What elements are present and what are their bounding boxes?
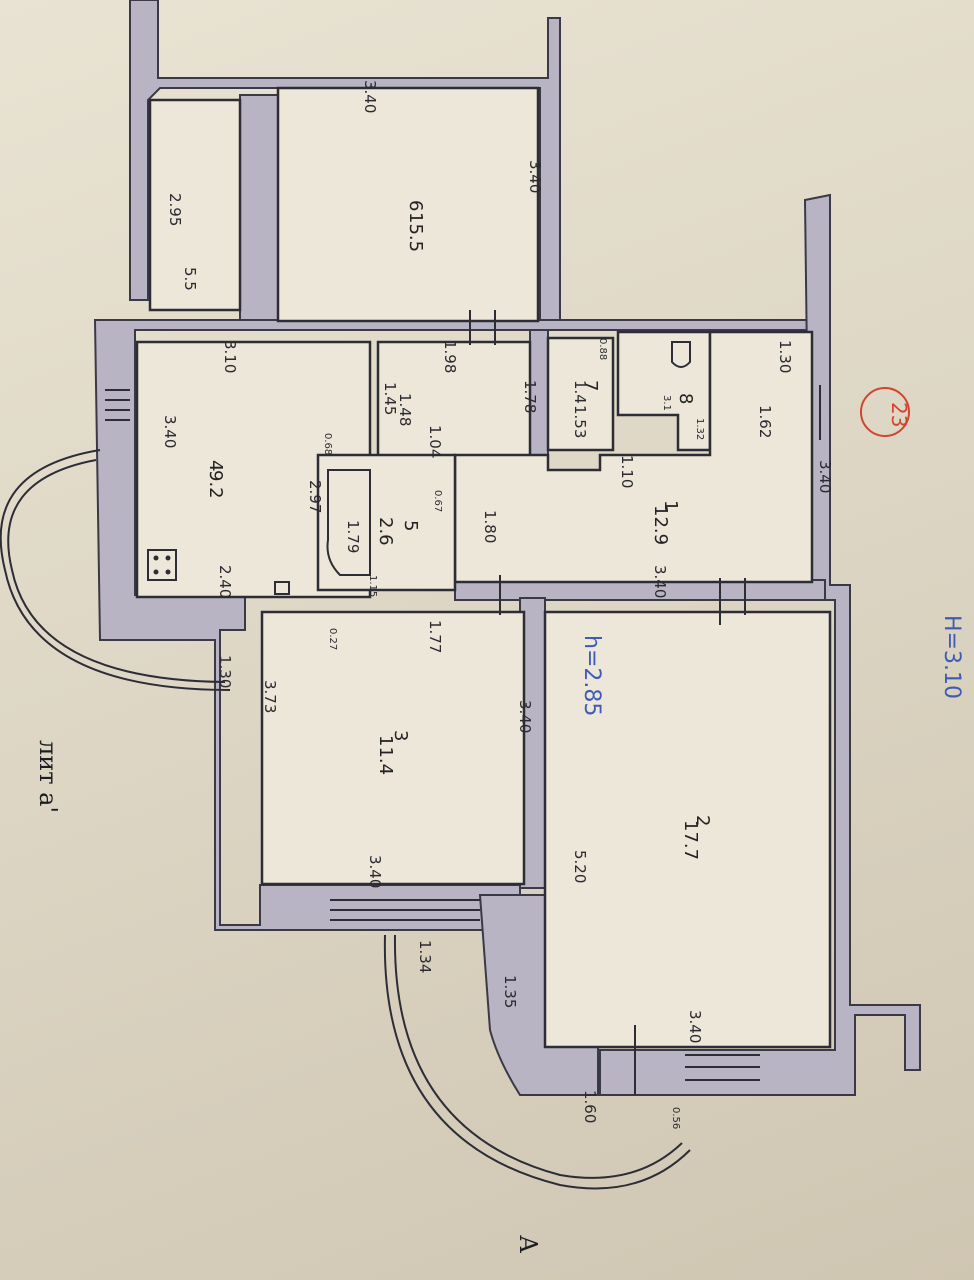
room-3 [260, 610, 526, 886]
label-r5-area: 2.6 [375, 517, 396, 546]
label-r8-area: 3.1 [661, 395, 672, 411]
rooms [135, 86, 832, 1049]
label-r3-bottom: 3.40 [366, 855, 384, 888]
label-r3-left: 3.73 [261, 680, 279, 713]
label-r1-side: 1.62 [756, 405, 774, 438]
label-r7-b: 1.10 [618, 455, 636, 488]
label-r7-area: 1.4 [571, 380, 589, 404]
label-r6-area: 15.5 [405, 212, 426, 252]
label-r4-area: 9.2 [205, 470, 226, 499]
annotations: 23 h=2.85 H=3.10 лит а' А [34, 387, 964, 1253]
label-corr-top: 1.98 [441, 340, 459, 373]
label-r2-bottom: 3.40 [686, 1010, 704, 1043]
label-r5-small: 0.67 [432, 490, 443, 512]
label-r4-num: 4 [205, 460, 226, 471]
bay-windows [0, 449, 691, 1190]
height-secondary: H=3.10 [939, 615, 964, 699]
label-r3-area: 11.4 [375, 735, 396, 775]
bay-arc-left [0, 449, 231, 691]
wall-top-left [129, 0, 561, 331]
label-r2-left: 5.20 [571, 850, 589, 883]
label-r7-side: 1.53 [571, 405, 589, 438]
room-2 [543, 610, 832, 1049]
bathtub-icon [326, 469, 371, 576]
label-r7-num: 7 [580, 380, 601, 391]
label-corr-mid: 1.04 [426, 425, 444, 458]
label-r3-corner: 0.27 [327, 628, 338, 650]
label-r3-num: 3 [390, 730, 411, 741]
label-r6-num: 6 [405, 200, 426, 211]
label-r1-area: 12.9 [650, 505, 671, 545]
label-r3-top: 1.77 [426, 620, 444, 653]
label-r1-bottom: 3.40 [651, 565, 669, 598]
label-r4-right: 2.97 [306, 480, 324, 513]
wall-right [599, 193, 921, 1096]
openings [105, 310, 821, 1095]
room-1 [453, 330, 814, 584]
label-bay3: 1.34 [416, 940, 434, 973]
label-corr-dim2: 1.48 [396, 393, 414, 426]
label-corr-dim1: 1.45 [381, 382, 399, 415]
room-7 [546, 336, 615, 452]
label-balc-area: 5.5 [181, 267, 199, 291]
room-balcony [148, 98, 242, 312]
height-main: h=2.85 [579, 635, 604, 716]
label-r1-top: 1.30 [776, 340, 794, 373]
sink-icon [274, 581, 290, 595]
label-r2-area: 17.7 [680, 820, 701, 860]
label-balc-len: 2.95 [166, 193, 184, 226]
stove-icon [147, 549, 177, 581]
stamp-circle [860, 387, 910, 437]
toilet-icon [671, 341, 691, 368]
label-bay4: 0.56 [670, 1107, 681, 1129]
label-bay1: 1.30 [216, 655, 234, 688]
label-r5-num: 5 [400, 520, 421, 531]
wall-balcony [239, 94, 281, 321]
label-r6-right: 3.40 [526, 160, 544, 193]
margin-note: лит а' [34, 740, 62, 813]
label-r8-side: 1.32 [694, 418, 705, 440]
label-r4-top: 3.10 [221, 340, 239, 373]
label-corr-long: 1.80 [481, 510, 499, 543]
label-r3-right: 3.40 [516, 700, 534, 733]
label-r1-num: 1 [660, 500, 681, 511]
wall-left [93, 319, 821, 931]
room-6 [276, 86, 540, 323]
label-r4-bottom: 2.40 [216, 565, 234, 598]
label-r5-b: 1.15 [367, 575, 378, 597]
label-r4-corner: 0.68 [322, 433, 333, 455]
label-corr-right: 1.78 [521, 380, 539, 413]
label-r1-right: 3.40 [816, 460, 834, 493]
label-r6-top: 3.40 [361, 80, 379, 113]
label-r2-num: 2 [692, 815, 713, 826]
room-5 [316, 453, 457, 592]
label-r7-top: 0.88 [597, 338, 608, 360]
labels: 3.40 3.40 6 15.5 2.95 5.5 3.10 3.40 4 9.… [161, 80, 834, 1129]
bay-arc-bottom [383, 934, 691, 1190]
fixtures [147, 341, 691, 595]
margin-note-bottom: А [514, 1235, 542, 1253]
label-r5-dim: 1.79 [344, 520, 362, 553]
stamp-number: 23 [887, 402, 911, 427]
label-r4-left: 3.40 [161, 415, 179, 448]
label-bay5: 1.60 [581, 1090, 599, 1123]
label-bay2: 1.35 [501, 975, 519, 1008]
label-r8-num: 8 [675, 393, 696, 404]
